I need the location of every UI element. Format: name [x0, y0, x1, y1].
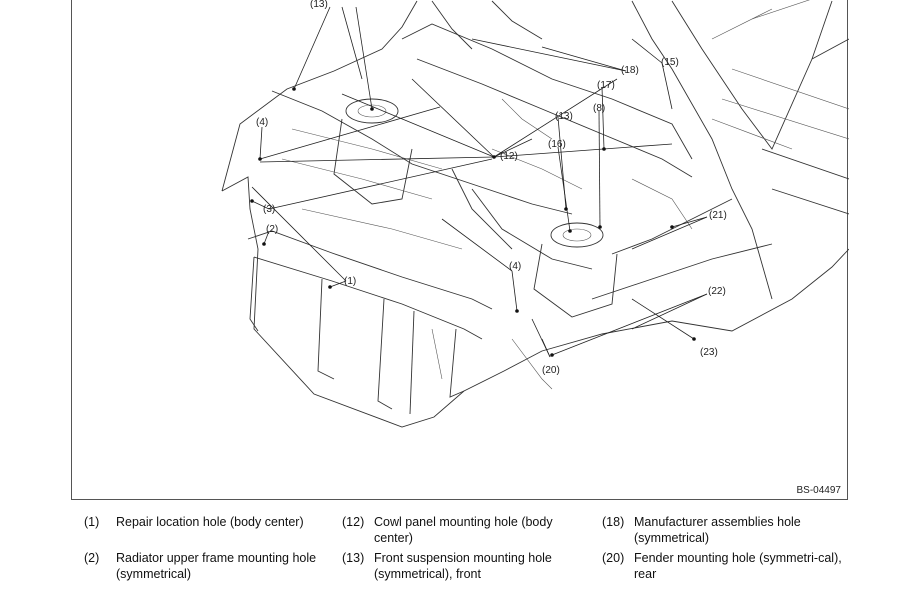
body-structure-drawing [221, 0, 849, 428]
callout-labels: (13) (4) (3) (2) (1) (4) (12) (13) (16) … [256, 0, 727, 376]
vehicle-body-diagram: (13) (4) (3) (2) (1) (4) (12) (13) (16) … [221, 0, 849, 428]
legend-number: (12) [342, 515, 365, 529]
diagram-frame: (13) (4) (3) (2) (1) (4) (12) (13) (16) … [71, 0, 849, 500]
callout-17: (17) [597, 80, 615, 91]
legend-text: Fender mounting hole (symmetri-cal), rea… [634, 551, 842, 581]
callout-20: (20) [542, 365, 560, 376]
legend-number: (13) [342, 551, 365, 565]
legend-text: Radiator upper frame mounting hole (symm… [116, 551, 317, 581]
legend-item: (2) Radiator upper frame mounting hole (… [84, 550, 328, 582]
callout-23: (23) [700, 347, 718, 358]
leader-lines [251, 6, 708, 358]
legend-item: (18) Manufacturer assemblies hole (symme… [602, 514, 846, 546]
hole-markers [250, 87, 696, 357]
legend-text: Repair location hole (body center) [116, 515, 304, 529]
callout-13-top: (13) [310, 0, 328, 10]
callout-4-center: (4) [509, 261, 521, 272]
legend-text: Front suspension mounting hole (symmetri… [374, 551, 552, 581]
callout-1: (1) [344, 276, 356, 287]
legend-item: (13) Front suspension mounting hole (sym… [342, 550, 586, 582]
callout-18: (18) [621, 65, 639, 76]
callout-15: (15) [661, 57, 679, 68]
callout-12: (12) [500, 151, 518, 162]
callout-4-left: (4) [256, 117, 268, 128]
legend-text: Manufacturer assemblies hole (symmetrica… [634, 515, 801, 545]
legend-item: (1) Repair location hole (body center) [84, 514, 328, 530]
callout-3: (3) [263, 204, 275, 215]
legend-item: (20) Fender mounting hole (symmetri-cal)… [602, 550, 846, 582]
legend-number: (20) [602, 551, 625, 565]
legend-number: (1) [84, 515, 100, 529]
callout-8: (8) [593, 103, 605, 114]
callout-22: (22) [708, 286, 726, 297]
callout-13-right: (13) [555, 111, 573, 122]
callout-21: (21) [709, 210, 727, 221]
figure-code: BS-04497 [796, 485, 841, 496]
legend-number: (18) [602, 515, 625, 529]
legend-item: (12) Cowl panel mounting hole (body cent… [342, 514, 586, 546]
callout-16: (16) [548, 139, 566, 150]
legend-number: (2) [84, 551, 100, 565]
legend-text: Cowl panel mounting hole (body center) [374, 515, 553, 545]
callout-2: (2) [266, 224, 278, 235]
